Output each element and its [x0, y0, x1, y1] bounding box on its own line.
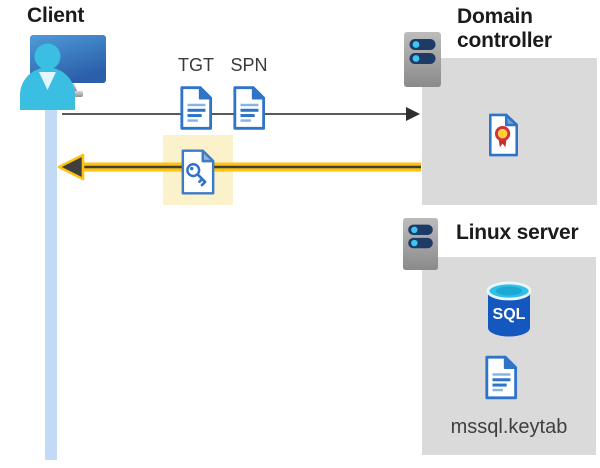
linux-server-title: Linux server — [456, 221, 579, 244]
sql-icon-text: SQL — [493, 306, 526, 323]
key-ticket-document-icon — [181, 149, 215, 195]
client-lifeline-bar — [45, 96, 57, 460]
person-head-icon — [34, 43, 61, 70]
client-computer-icon — [20, 35, 106, 110]
client-title: Client — [27, 4, 85, 27]
keytab-document-icon — [485, 355, 518, 400]
tgt-document-icon — [180, 86, 213, 130]
domain-controller-server-icon — [404, 32, 441, 87]
request-arrow-head-icon — [406, 107, 420, 121]
domain-controller-title: Domain controller — [457, 5, 552, 52]
certificate-icon — [489, 113, 518, 157]
tgt-label: TGT — [178, 55, 214, 75]
spn-document-icon — [233, 86, 266, 130]
person-collar-icon — [39, 72, 56, 90]
sql-database-icon: SQL — [486, 281, 532, 337]
spn-label: SPN — [230, 55, 268, 75]
keytab-filename-label: mssql.keytab — [450, 416, 568, 438]
response-arrow — [57, 153, 421, 181]
linux-server-icon — [402, 217, 439, 271]
